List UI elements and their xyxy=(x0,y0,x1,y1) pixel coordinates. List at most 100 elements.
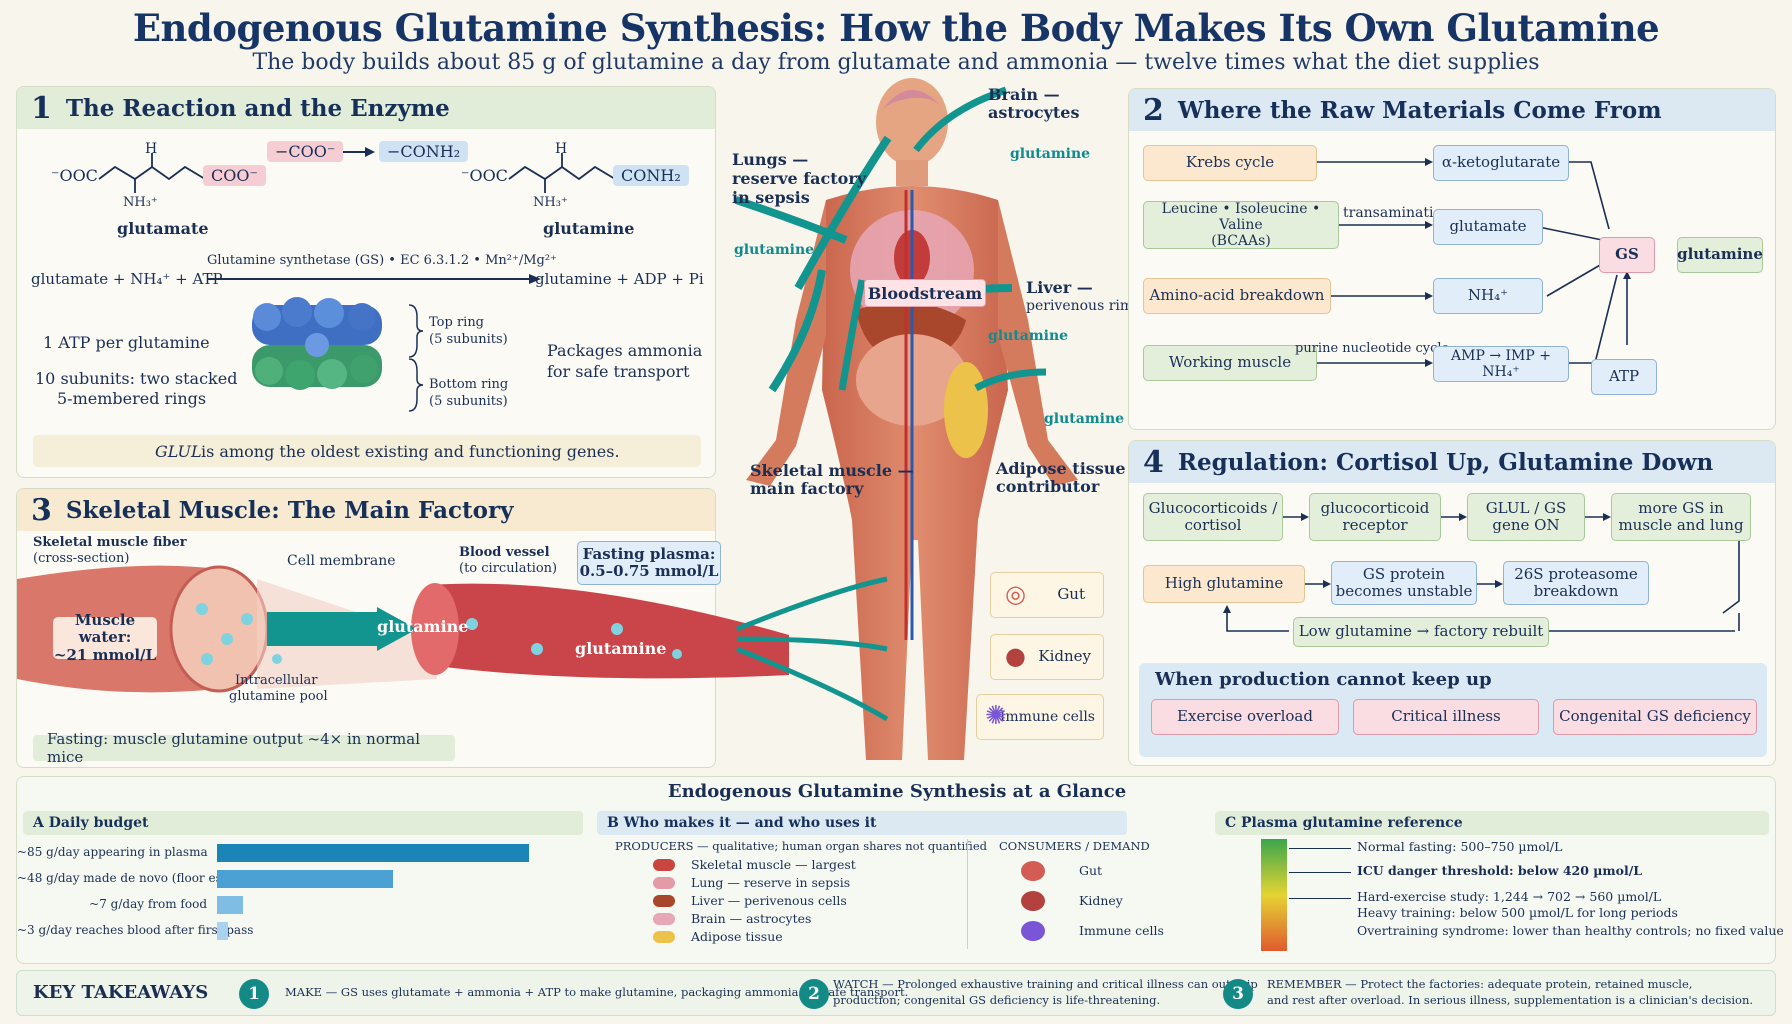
muscle-vessel-illustration xyxy=(17,565,889,722)
bcaa-box: Leucine • Isoleucine • Valine(BCAAs) xyxy=(1143,201,1339,249)
vessel-label-2: (to circulation) xyxy=(459,561,558,576)
muscle-water-box: Muscle water:~21 mmol/L xyxy=(53,611,157,664)
vessel-label: Blood vessel xyxy=(459,545,550,560)
organ-icon xyxy=(653,913,675,925)
molecule-structures xyxy=(98,147,616,412)
glul-note-box xyxy=(33,435,701,467)
glutamate-nh3: NH₃⁺ xyxy=(123,195,158,210)
consumer-item: Kidney xyxy=(1079,893,1123,908)
muscle-label: Skeletal muscle — xyxy=(750,461,914,480)
fasting-output-note: Fasting: muscle glutamine output ~4× in … xyxy=(33,730,455,766)
adipose-glutamine: glutamine xyxy=(1044,411,1125,427)
top-ring-label-2: (5 subunits) xyxy=(429,332,508,347)
page-title: Endogenous Glutamine Synthesis: How the … xyxy=(132,6,1660,50)
producer-item: Brain — astrocytes xyxy=(691,911,812,926)
chip-conh2: −CONH₂ xyxy=(379,141,469,162)
producer-item: Adipose tissue xyxy=(691,929,783,944)
plasma-ref-pointer xyxy=(1289,898,1351,899)
plasma-ref-header: C Plasma glutamine reference xyxy=(1215,811,1769,835)
takeaway-2-badge: 2 xyxy=(799,979,829,1009)
organ-icon xyxy=(653,859,675,871)
lungs-label-3: in sepsis xyxy=(732,188,810,207)
consumer-icon xyxy=(1021,861,1045,881)
immune-cell-icon: ✺ xyxy=(985,701,1007,732)
fiber-label-2: (cross-section) xyxy=(33,551,130,566)
glance-panel: Endogenous Glutamine Synthesis at a Glan… xyxy=(16,776,1784,964)
subunits-note-2: 5-membered rings xyxy=(57,389,207,408)
gut-icon: ◎ xyxy=(1005,580,1026,609)
gs-box: GS xyxy=(1599,237,1655,273)
glutamate-h: H xyxy=(145,141,158,157)
takeaway-3-badge: 3 xyxy=(1223,979,1253,1009)
glutamine-nh3: NH₃⁺ xyxy=(533,195,568,210)
transamination-label: transamination xyxy=(1343,205,1451,221)
b-divider xyxy=(967,839,968,949)
fasting-plasma-box: Fasting plasma:0.5–0.75 mmol/L xyxy=(577,541,721,585)
low-glutamine-box: Low glutamine → factory rebuilt xyxy=(1293,617,1549,647)
glance-title: Endogenous Glutamine Synthesis at a Glan… xyxy=(667,781,1127,802)
budget-bar xyxy=(217,844,529,862)
budget-bar-label: ~85 g/day appearing in plasma xyxy=(17,845,208,859)
organ-icon xyxy=(653,877,675,889)
glutamine-conh2: CONH₂ xyxy=(613,165,689,186)
immune-box: ✺Immune cells xyxy=(976,694,1104,740)
purine-cycle-label: purine nucleotide cycle xyxy=(1295,341,1450,356)
pathway-arrows xyxy=(1299,158,1733,367)
brain-glutamine: glutamine xyxy=(1010,146,1091,162)
bloodstream-label: Bloodstream xyxy=(864,279,986,307)
akg-box: α-ketoglutarate xyxy=(1433,145,1569,181)
glul-gene: GLUL xyxy=(155,442,202,461)
fiber-label: Skeletal muscle fiber xyxy=(33,535,187,550)
consumers-subhead: CONSUMERS / DEMAND xyxy=(999,839,1150,853)
glutamine-ooc: ⁻OOC xyxy=(461,166,508,185)
plasma-ref-pointer xyxy=(1289,872,1351,873)
takeaway-1-badge: 1 xyxy=(239,979,269,1009)
subunits-note: 10 subunits: two stacked xyxy=(35,369,238,388)
packages-note-2: for safe transport xyxy=(547,362,690,381)
consumer-item: Immune cells xyxy=(1079,923,1164,938)
amp-box: AMP → IMP + NH₄⁺ xyxy=(1433,346,1569,382)
critical-illness-box: Critical illness xyxy=(1353,699,1539,735)
glutamine-vessel-label: glutamine xyxy=(575,639,667,658)
chip-coo: −COO⁻ xyxy=(267,141,344,162)
top-ring-label: Top ring xyxy=(429,315,485,330)
lungs-label: Lungs — xyxy=(732,150,809,169)
nh4-box: NH₄⁺ xyxy=(1433,278,1543,314)
glucocorticoids-box: Glucocorticoids /cortisol xyxy=(1143,493,1283,541)
producers-subhead: PRODUCERS — qualitative; human organ sha… xyxy=(615,839,988,853)
high-glutamine-box: High glutamine xyxy=(1143,565,1305,603)
takeaway-2-text-2: production; congenital GS deficiency is … xyxy=(833,993,1161,1007)
consumer-icon xyxy=(1021,891,1045,911)
plasma-ref-scale xyxy=(1261,839,1287,951)
lungs-label-2: reserve factory xyxy=(732,169,867,188)
kidney-box: ●Kidney xyxy=(990,634,1104,680)
budget-bar xyxy=(217,896,243,914)
adipose-label-2: contributor xyxy=(996,477,1100,496)
producers-header: B Who makes it — and who uses it xyxy=(597,811,1127,835)
atp-note: 1 ATP per glutamine xyxy=(43,333,210,352)
regulation-arrows xyxy=(1223,513,1740,632)
kidney-icon: ● xyxy=(1005,642,1026,671)
liver-label: Liver — xyxy=(1026,278,1093,297)
membrane-label: Cell membrane xyxy=(287,553,396,569)
adipose-label: Adipose tissue — xyxy=(996,459,1148,478)
liver-label-2: perivenous rim xyxy=(1026,298,1134,314)
bottom-ring-label-2: (5 subunits) xyxy=(429,394,508,409)
plasma-ref-pointer xyxy=(1289,848,1351,849)
glutamine-label: glutamine xyxy=(543,219,635,238)
pool-label-2: glutamine pool xyxy=(229,689,328,704)
plasma-ref-item: Overtraining syndrome: lower than health… xyxy=(1357,923,1784,938)
reaction-enzyme: Glutamine synthetase (GS) • EC 6.3.1.2 •… xyxy=(207,253,557,268)
gs-protein-icon xyxy=(252,297,382,390)
reaction-reactants: glutamate + NH₄⁺ + ATP xyxy=(31,270,223,288)
budget-bar-label: ~48 g/day made de novo (floor estimate) xyxy=(17,871,266,885)
